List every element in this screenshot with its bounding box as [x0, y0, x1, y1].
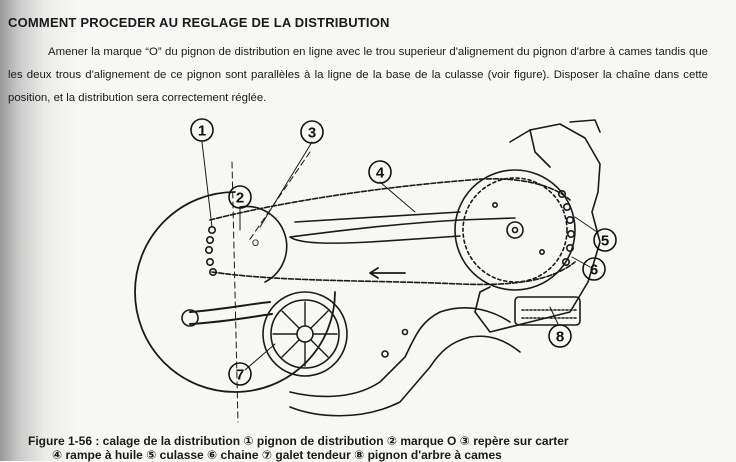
callout-6: 6: [582, 257, 606, 281]
callout-4: 4: [368, 160, 392, 184]
svg-text:5: 5: [601, 233, 609, 250]
svg-text:2: 2: [236, 190, 244, 207]
alignment-line-diagonal: [247, 151, 311, 243]
tensioner-roller: [262, 291, 348, 377]
callout-8: 8: [548, 324, 572, 348]
callout-3: 3: [300, 120, 324, 144]
svg-text:1: 1: [198, 123, 206, 140]
svg-text:6: 6: [590, 262, 598, 279]
figure-caption: Figure 1-56 : calage de la distribution …: [28, 434, 728, 462]
instruction-paragraph: Amener la marque “O” du pignon de distri…: [8, 46, 708, 104]
chain-links-left: [205, 226, 218, 277]
svg-text:8: 8: [556, 329, 564, 346]
callout-5: 5: [593, 228, 617, 252]
caption-line-1: Figure 1-56 : calage de la distribution …: [28, 434, 569, 448]
chain-lower: [211, 261, 576, 286]
tensioner-arm: [189, 301, 271, 313]
camshaft-hub: [506, 221, 524, 239]
callout-7: 7: [228, 362, 252, 386]
camshaft-bolt-block: [514, 296, 581, 326]
callout-2: 2: [228, 185, 252, 209]
chain-upper: [209, 178, 571, 221]
camshaft-sprocket: [454, 169, 576, 291]
timing-diagram: 1 2 3 4 5 6 7 8 O: [134, 118, 617, 423]
timing-figure: 1 2 3 4 5 6 7 8 O: [130, 112, 630, 432]
timing-sprocket-outline: [134, 191, 336, 393]
oil-ramp: [289, 211, 516, 244]
caption-line-2: ④ rampe à huile ⑤ culasse ⑥ chaine ⑦ gal…: [52, 448, 502, 462]
svg-text:3: 3: [308, 125, 316, 142]
mark-o-label: O: [252, 238, 259, 248]
svg-text:4: 4: [376, 165, 385, 182]
svg-text:7: 7: [236, 367, 244, 384]
timing-sprocket-hub: [239, 205, 288, 283]
roller-spokes: [272, 301, 338, 367]
section-heading: COMMENT PROCEDER AU REGLAGE DE LA DISTRI…: [8, 15, 390, 30]
chain-links-right: [557, 190, 575, 267]
callout-1: 1: [190, 118, 214, 142]
crankcase-lower: [289, 307, 521, 417]
chain-direction-arrow: [369, 267, 406, 279]
cylinder-head: [474, 123, 601, 333]
